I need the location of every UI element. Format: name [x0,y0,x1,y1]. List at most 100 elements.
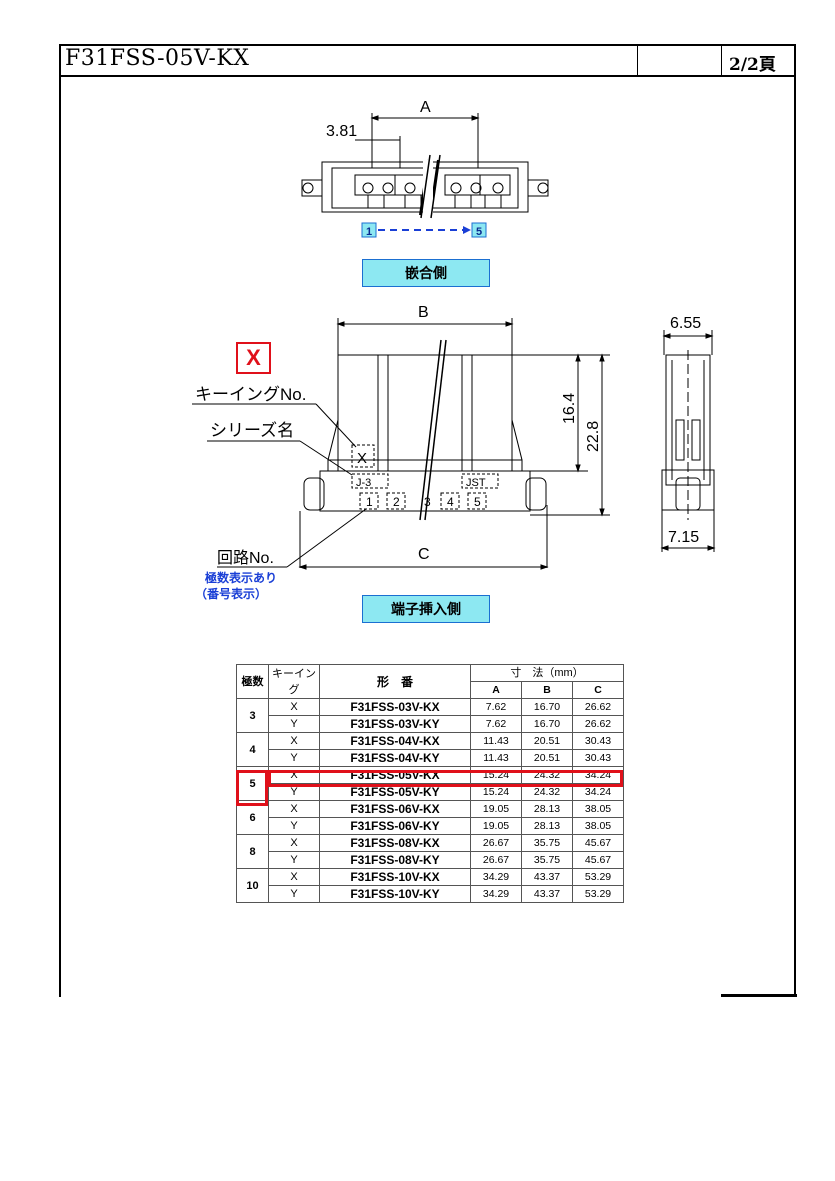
a-cell: 19.05 [470,800,522,818]
title-divider-1 [637,44,638,75]
part-cell: F31FSS-08V-KX [319,834,471,852]
circuit-note-2: （番号表示） [195,586,267,601]
terminal-insertion-side-badge: 端子挿入側 [362,595,490,623]
key-mark-box [351,444,375,468]
pin-end-box [471,222,487,238]
c-cell: 45.67 [572,834,624,852]
side-view [660,330,716,552]
part-cell: F31FSS-04V-KX [319,732,471,750]
key-cell: X [268,834,320,852]
key-cell: X [268,800,320,818]
dim-b-label: B [418,304,429,321]
dim-arrow [471,115,480,121]
dim-a-label: A [420,99,431,116]
pin-label: 2 [393,495,400,509]
c-cell: 38.05 [572,817,624,835]
b-cell: 35.75 [521,834,573,852]
b-cell: 16.70 [521,715,573,733]
circuit-no-label: 回路No. [217,549,274,567]
part-cell: F31FSS-03V-KY [319,715,471,733]
part-cell: F31FSS-06V-KY [319,817,471,835]
c-cell: 45.67 [572,851,624,869]
b-cell: 28.13 [521,800,573,818]
b-cell: 20.51 [521,749,573,767]
selected-poles-highlight [236,770,268,806]
key-cell: Y [268,749,320,767]
top-view [301,113,549,238]
col-a: A [470,681,522,699]
col-dims: 寸 法（mm） [470,664,624,682]
a-cell: 26.67 [470,851,522,869]
a-cell: 7.62 [470,698,522,716]
dim-arrow [370,115,379,121]
poles-cell: 10 [236,868,269,903]
part-cell: F31FSS-10V-KY [319,885,471,903]
a-cell: 7.62 [470,715,522,733]
col-b: B [521,681,573,699]
key-cell: Y [268,851,320,869]
bottom-rule [721,994,797,997]
b-cell: 20.51 [521,732,573,750]
keying-x-box: X [236,342,271,374]
keying-no-label: キーイングNo. [195,385,306,404]
c-cell: 38.05 [572,800,624,818]
b-cell: 16.70 [521,698,573,716]
key-cell: Y [268,817,320,835]
key-cell: X [268,698,320,716]
b-cell: 43.37 [521,868,573,886]
c-cell: 53.29 [572,868,624,886]
a-cell: 11.43 [470,749,522,767]
pin-end-label: 5 [476,226,482,238]
series-name-label: シリーズ名 [210,421,294,440]
front-view [192,318,610,570]
title-divider-2 [721,44,722,75]
key-mark-text: X [357,450,367,467]
poles-cell: 8 [236,834,269,869]
a-cell: 11.43 [470,732,522,750]
pin-label: 5 [474,495,481,509]
key-cell: Y [268,715,320,733]
part-cell: F31FSS-06V-KX [319,800,471,818]
part-number-title: F31FSS-05V-KX [65,46,250,71]
pin-start-label: 1 [366,226,372,238]
c-cell: 26.62 [572,698,624,716]
key-cell: Y [268,885,320,903]
mating-side-badge: 嵌合側 [362,259,490,287]
circuit-note-1: 極数表示あり [205,570,277,585]
part-cell: F31FSS-03V-KX [319,698,471,716]
part-cell: F31FSS-08V-KY [319,851,471,869]
b-cell: 24.32 [521,783,573,801]
key-cell: X [268,868,320,886]
poles-cell: 4 [236,732,269,767]
page-number: 2/2頁 [729,55,776,75]
col-poles: 極数 [236,664,269,699]
b-cell: 28.13 [521,817,573,835]
part-cell: F31FSS-05V-KY [319,783,471,801]
pin-start-box [361,222,377,238]
series-right-text: JST [466,477,486,489]
pin-label: 1 [366,495,373,509]
series-left-text: J-3 [356,477,371,489]
pin-label: 4 [447,495,454,509]
dim-c-label: C [418,546,430,563]
col-c: C [572,681,624,699]
a-cell: 34.29 [470,885,522,903]
col-part: 形 番 [319,664,471,699]
dim-pitch-label: 3.81 [326,123,357,140]
c-cell: 26.62 [572,715,624,733]
part-cell: F31FSS-10V-KX [319,868,471,886]
a-cell: 19.05 [470,817,522,835]
a-cell: 26.67 [470,834,522,852]
title-block: F31FSS-05V-KX 2/2頁 [59,44,796,77]
side-dim-top-label: 6.55 [670,315,701,332]
